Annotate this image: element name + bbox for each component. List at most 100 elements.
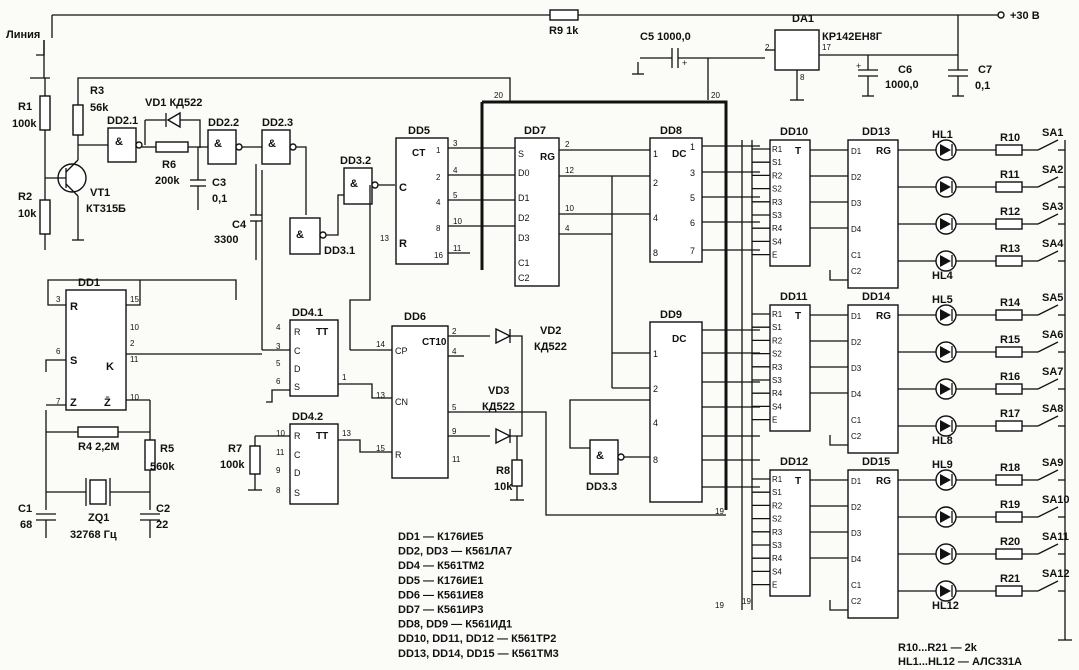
resistor-label: R10 — [1000, 132, 1020, 144]
dd6-cp-up — [349, 185, 371, 350]
dd6-p13: 13 — [376, 391, 385, 400]
c2-name: C2 — [156, 503, 170, 515]
net19-c: 19 — [742, 597, 751, 606]
dd3-3-gate — [589, 439, 619, 475]
legend-right-2: HL1...HL12 — АЛС331А — [898, 656, 1022, 668]
dd14-fn: RG — [876, 311, 891, 322]
dd12-pin: S2 — [772, 515, 782, 524]
dd2-3-label: DD2.3 — [262, 117, 293, 129]
switch-blade — [1037, 469, 1059, 481]
vd3-label: VD3 — [488, 385, 509, 397]
dd8-i8: 8 — [653, 248, 658, 258]
dd5-fn: CT — [412, 148, 425, 159]
dd1-r: R — [70, 301, 78, 313]
led-resistor — [995, 585, 1023, 597]
dd3-1-out — [326, 194, 344, 236]
led-icon — [940, 218, 951, 230]
legend-line: DD13, DD14, DD15 — К561ТМ3 — [398, 648, 559, 660]
dd5-label: DD5 — [408, 125, 430, 137]
dd10-pin: E — [772, 251, 777, 260]
dd4-1-p4: 4 — [276, 323, 281, 332]
dd13-pin: C2 — [851, 267, 862, 276]
vd-join — [510, 335, 523, 437]
dd1-label: DD1 — [78, 277, 100, 289]
r2-resistor — [39, 199, 51, 235]
dd15-clk — [829, 600, 848, 611]
dd1-p7: 7 — [56, 397, 61, 406]
c6-plus: + — [856, 61, 861, 71]
resistor-label: R13 — [1000, 243, 1020, 255]
dd15-chip — [847, 469, 899, 619]
dd14-pin: D1 — [851, 312, 862, 321]
dd11-pin: R1 — [772, 310, 783, 319]
dd7-p12: 12 — [565, 166, 574, 175]
dd5-p10: 10 — [453, 217, 462, 226]
r2-name: R2 — [18, 191, 32, 203]
legend-line: DD7 — К561ИР3 — [398, 604, 484, 616]
dd5-out8: 8 — [436, 224, 441, 233]
dd12-pin: R1 — [772, 475, 783, 484]
da1-type: КР142ЕН8Г — [822, 31, 883, 43]
dd3-1-bubble — [319, 231, 327, 239]
dd11-pin: R2 — [772, 336, 783, 345]
led-resistor — [995, 420, 1023, 432]
legend-line: DD2, DD3 — К561ЛА7 — [398, 546, 512, 558]
dd10-pin: S1 — [772, 158, 782, 167]
dd5-r: R — [399, 238, 407, 250]
dd8-o3: 3 — [690, 168, 695, 178]
dd14-pin: C2 — [851, 432, 862, 441]
dd6-p5: 5 — [452, 403, 457, 412]
led-resistor — [995, 548, 1023, 560]
vd1-label: VD1 КД522 — [145, 97, 202, 109]
dd2-1-label: DD2.1 — [107, 115, 138, 127]
c5-plus: + — [682, 58, 687, 68]
switch-blade — [1037, 378, 1059, 390]
dd4-1-s: S — [294, 382, 300, 392]
vt1-collector — [65, 159, 79, 173]
dd8-i1: 1 — [653, 149, 658, 159]
dd5-chip — [395, 137, 449, 265]
dd2-2-label: DD2.2 — [208, 117, 239, 129]
led-resistor — [995, 255, 1023, 267]
led-icon — [940, 144, 951, 156]
dd11-chip — [769, 304, 811, 432]
dd6-chip — [391, 325, 449, 479]
dd8-o6: 6 — [690, 218, 695, 228]
switch-label: SA12 — [1042, 568, 1070, 580]
led-resistor — [995, 218, 1023, 230]
dd7-p2: 2 — [565, 140, 570, 149]
dd8-chip — [649, 137, 703, 263]
dd13-pin: D3 — [851, 199, 862, 208]
dd13-pin: D1 — [851, 147, 862, 156]
dd15-pin: C1 — [851, 581, 862, 590]
supply-terminal — [997, 11, 1005, 19]
led-resistor — [995, 383, 1023, 395]
da1-regulator — [774, 29, 820, 71]
resistor-label: R12 — [1000, 206, 1020, 218]
zq1-val: 32768 Гц — [70, 529, 117, 541]
r9-label: R9 1k — [549, 25, 579, 37]
dd1-k: K — [106, 361, 114, 373]
dd9-i1: 1 — [653, 349, 658, 359]
dd10-chip — [769, 139, 811, 267]
dd5-p11: 11 — [453, 244, 462, 253]
c2-val: 22 — [156, 519, 168, 531]
dd1-s: S — [70, 355, 77, 367]
legend-line: DD6 — К561ИЕ8 — [398, 589, 484, 601]
dd1-reset — [47, 279, 237, 306]
dd4-2-s: S — [294, 488, 300, 498]
dd4-1-d: D — [294, 364, 301, 374]
switch-label: SA9 — [1042, 457, 1063, 469]
led-icon — [940, 255, 951, 267]
led-icon — [940, 420, 951, 432]
dd3-3-label: DD3.3 — [586, 481, 617, 493]
c7-val: 0,1 — [975, 80, 990, 92]
r8-val: 10k — [494, 481, 513, 493]
r7-name: R7 — [228, 443, 242, 455]
dd4-2-p11: 11 — [276, 448, 285, 457]
switch-blade — [1037, 250, 1059, 262]
dd9-i2: 2 — [653, 384, 658, 394]
switch-blade — [1037, 580, 1059, 592]
led-resistor — [995, 511, 1023, 523]
dd1-zbar: Z̄ — [104, 397, 111, 409]
